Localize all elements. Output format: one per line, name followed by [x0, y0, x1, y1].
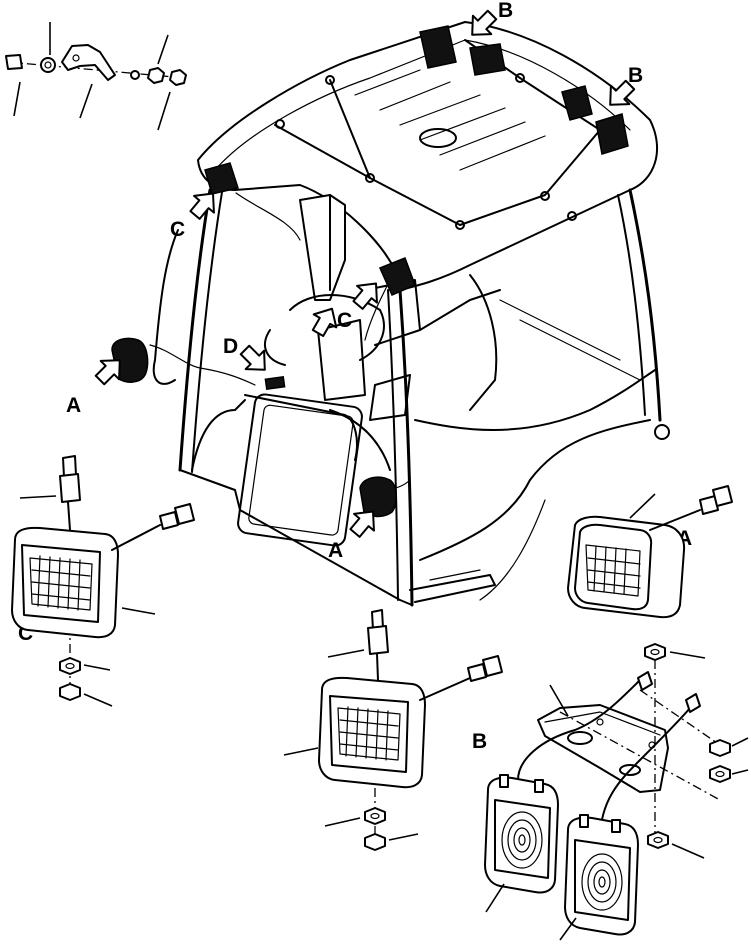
hollow-arrow-icon — [471, 9, 498, 36]
work-lamp-icon — [378, 257, 416, 296]
work-lamp-c-detail — [11, 455, 195, 707]
work-lamp-icon — [359, 476, 397, 518]
hollow-arrow-icon — [311, 307, 338, 337]
beacon-lamp-icon — [561, 85, 593, 121]
hollow-arrow-icon — [352, 282, 378, 310]
callout-c-post: C — [170, 218, 185, 241]
connector-plug-icon — [482, 655, 503, 677]
connector-plug-icon — [685, 693, 701, 713]
cab-roof — [197, 21, 659, 291]
connector-plug-icon — [174, 503, 195, 525]
hex-nut-icon — [644, 643, 666, 661]
callout-c-inner: C — [337, 309, 352, 332]
beacon-mounting-plate — [537, 704, 669, 793]
hex-nut-icon — [169, 69, 187, 86]
mounting-bracket — [61, 44, 116, 81]
work-lamp-icon — [111, 337, 149, 383]
work-lamp-icon — [318, 676, 426, 789]
callout-a-left: A — [66, 394, 81, 417]
connector-plug-icon — [712, 485, 733, 507]
beacon-b-detail — [484, 643, 749, 941]
hex-nut-icon — [59, 657, 81, 675]
bracket-hardware-exploded — [5, 22, 187, 131]
connector-plug-icon — [159, 511, 179, 530]
work-lamp-icon — [567, 515, 686, 619]
hex-nut-icon — [364, 833, 386, 851]
work-lamp-a-center-detail — [283, 609, 503, 851]
cab-assembly — [149, 21, 670, 607]
hollow-arrow-icon — [94, 359, 121, 386]
hex-nut-icon — [647, 831, 669, 849]
beacon-lamp-icon — [595, 113, 629, 155]
hollow-arrow-icon — [189, 192, 215, 220]
hex-nut-icon — [364, 807, 386, 825]
work-lamp-icon — [204, 162, 239, 195]
hex-nut-icon — [709, 739, 731, 757]
beacon-lamp-icon — [419, 25, 457, 69]
indicator-arrows — [94, 9, 636, 538]
connector-plug-icon — [699, 495, 719, 515]
callout-b-detail: B — [472, 730, 487, 753]
callout-b-roof-right: B — [628, 64, 643, 87]
mounted-lamps — [111, 25, 629, 518]
hollow-arrow-icon — [609, 79, 636, 106]
work-lamp-icon — [11, 526, 119, 639]
switch-icon — [264, 375, 286, 391]
connector-plug-icon — [467, 663, 487, 682]
work-lamp-a-rear-detail — [567, 485, 733, 619]
hollow-arrow-icon — [239, 344, 266, 371]
callout-a-front: A — [328, 539, 343, 562]
callout-b-roof-front: B — [498, 0, 513, 22]
hollow-arrow-icon — [349, 510, 375, 538]
connector-plug-icon — [637, 671, 653, 691]
hex-nut-icon — [147, 67, 165, 84]
callout-d-switch: D — [223, 335, 238, 358]
hex-nut-icon — [59, 683, 81, 701]
hex-nut-icon — [709, 765, 731, 783]
beacon-lamp-icon — [469, 43, 506, 76]
